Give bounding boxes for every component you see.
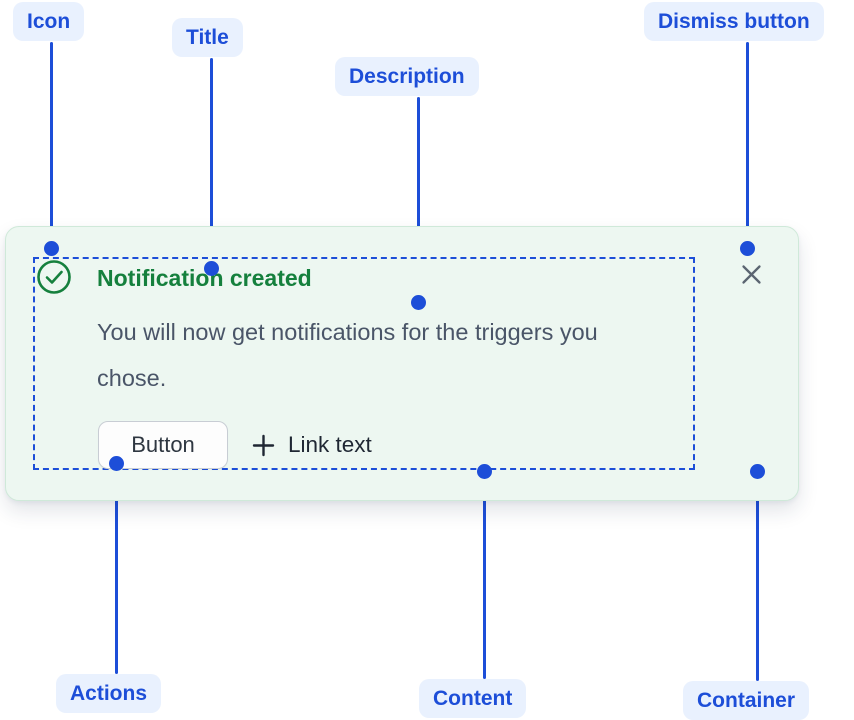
link-action[interactable]: Link text <box>252 421 372 469</box>
connector-dot-title <box>204 261 219 276</box>
connector-dot-content <box>477 464 492 479</box>
notification-container: Notification created You will now get no… <box>5 226 799 501</box>
link-action-label: Link text <box>288 432 372 457</box>
connector-line-content <box>483 474 486 679</box>
success-check-icon <box>36 259 72 295</box>
connector-line-container <box>756 474 759 681</box>
annotation-label-container: Container <box>683 681 810 720</box>
connector-dot-actions <box>109 456 124 471</box>
annotation-label-dismiss-button: Dismiss button <box>644 2 824 41</box>
connector-dot-dismiss <box>740 241 755 256</box>
dismiss-button[interactable] <box>737 260 765 288</box>
connector-line-actions <box>115 466 118 674</box>
plus-icon <box>252 434 275 457</box>
annotation-label-icon: Icon <box>13 2 85 41</box>
connector-line-title <box>210 58 213 264</box>
connector-line-dismiss <box>746 42 749 244</box>
annotation-label-content: Content <box>419 679 527 718</box>
annotation-label-description: Description <box>335 57 479 96</box>
action-button-label: Button <box>131 432 195 457</box>
annotation-label-actions: Actions <box>56 674 162 713</box>
content-area-outline <box>33 257 695 470</box>
connector-line-icon <box>50 42 53 244</box>
connector-dot-icon <box>44 241 59 256</box>
annotation-label-title: Title <box>172 18 243 57</box>
connector-dot-description <box>411 295 426 310</box>
connector-line-description <box>417 97 420 298</box>
close-icon <box>740 263 763 286</box>
connector-dot-container <box>750 464 765 479</box>
notification-description: You will now get notifications for the t… <box>97 319 598 391</box>
